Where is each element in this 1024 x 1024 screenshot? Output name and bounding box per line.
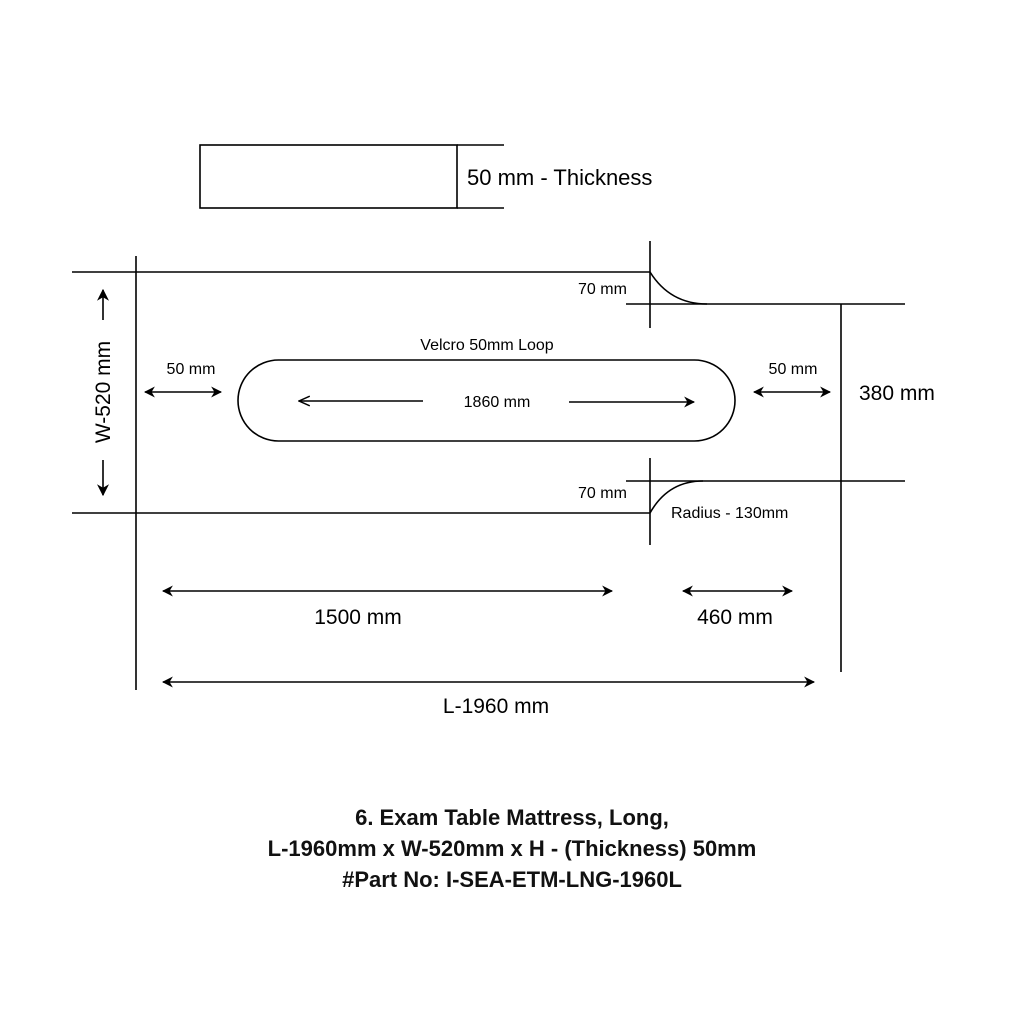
left-margin-dimension: 50 mm — [143, 361, 223, 398]
section-dimensions: 1500 mm 460 mm — [161, 585, 794, 629]
velcro-loop: Velcro 50mm Loop 1860 mm — [237, 337, 736, 442]
velcro-label: Velcro 50mm Loop — [420, 337, 554, 354]
mattress-outline — [72, 241, 905, 690]
top-notch-label: 70 mm — [578, 281, 627, 298]
thickness-view: 50 mm - Thickness — [199, 144, 652, 209]
velcro-loop-outline — [237, 359, 736, 442]
width-label: W-520 mm — [92, 341, 115, 443]
width-dimension: W-520 mm — [92, 288, 115, 497]
product-caption: 6. Exam Table Mattress, Long, L-1960mm x… — [0, 802, 1024, 895]
thickness-label: 50 mm - Thickness — [467, 165, 652, 190]
radius-label: Radius - 130mm — [671, 505, 788, 522]
long-section-label: 1500 mm — [314, 606, 402, 629]
bottom-notch-label: 70 mm — [578, 485, 627, 502]
thickness-block — [199, 144, 458, 209]
right-margin-label: 50 mm — [769, 361, 818, 378]
loop-length-label: 1860 mm — [464, 394, 531, 411]
caption-title: 6. Exam Table Mattress, Long, — [355, 805, 669, 830]
overall-length-dimension: L-1960 mm — [161, 676, 816, 718]
caption-dimensions: L-1960mm x W-520mm x H - (Thickness) 50m… — [267, 836, 757, 861]
right-margin-dimension: 50 mm — [752, 361, 832, 398]
short-section-label: 460 mm — [697, 606, 773, 629]
narrow-width-label: 380 mm — [859, 382, 935, 405]
top-radius-curve — [649, 271, 708, 305]
caption-part-number: #Part No: I-SEA-ETM-LNG-1960L — [342, 867, 682, 892]
left-margin-label: 50 mm — [167, 361, 216, 378]
overall-length-label: L-1960 mm — [443, 695, 549, 718]
